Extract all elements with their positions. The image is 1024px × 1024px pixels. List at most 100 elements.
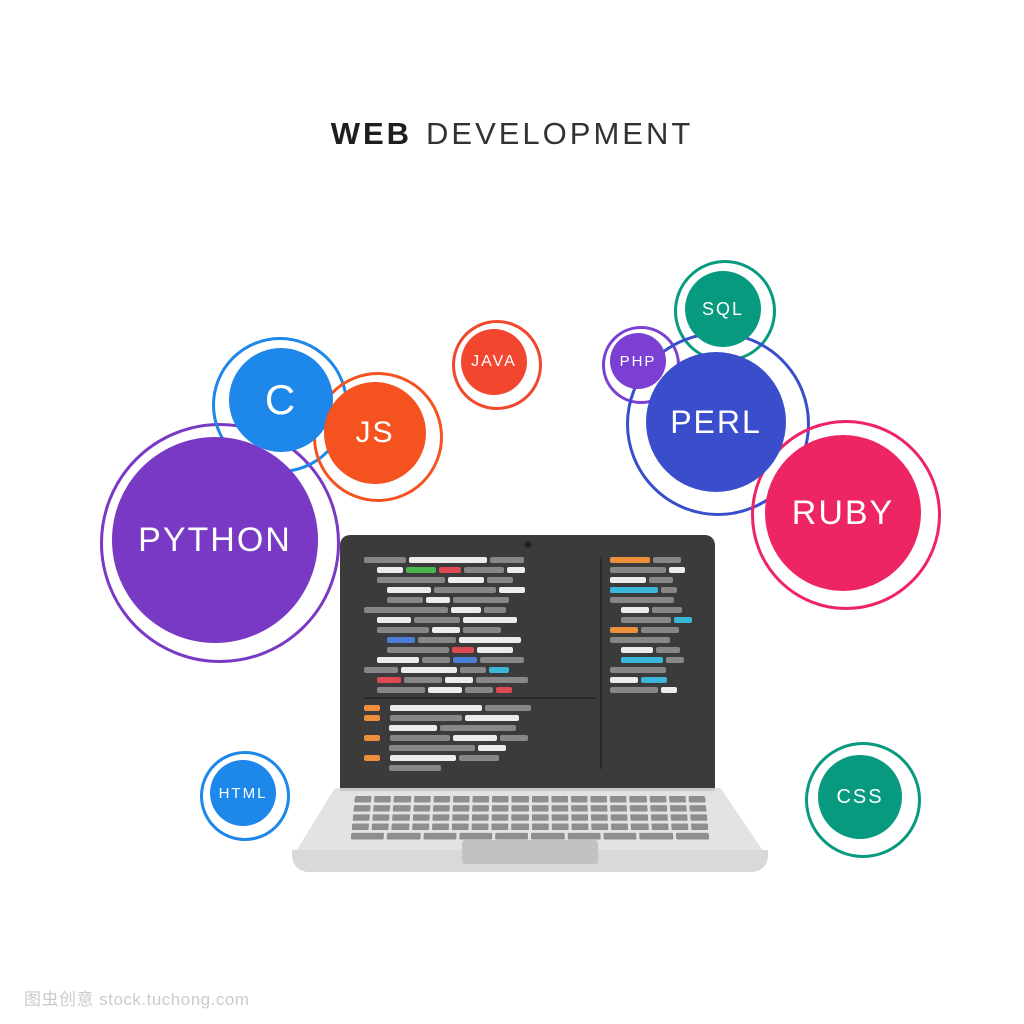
code-line <box>610 567 704 573</box>
key <box>452 796 470 803</box>
key <box>353 805 371 812</box>
key <box>610 814 628 821</box>
key <box>531 805 549 812</box>
code-line <box>364 677 596 683</box>
code-segment <box>621 617 671 623</box>
code-indent <box>610 607 618 613</box>
code-segment <box>610 637 670 643</box>
code-line <box>364 597 596 603</box>
lang-circle-sql: SQL <box>685 271 761 347</box>
code-indent <box>364 745 386 751</box>
code-segment <box>453 597 509 603</box>
key <box>392 814 410 821</box>
key <box>459 832 493 840</box>
code-right-column <box>610 557 704 697</box>
code-bottom-block <box>364 705 596 775</box>
code-indent <box>610 617 618 623</box>
code-indent <box>364 587 384 593</box>
code-indent <box>364 657 374 663</box>
key <box>432 805 450 812</box>
code-segment <box>621 607 649 613</box>
code-line <box>364 735 596 741</box>
code-segment <box>484 607 506 613</box>
code-indent <box>364 725 386 731</box>
key <box>492 796 509 803</box>
code-segment <box>485 705 531 711</box>
code-segment <box>610 597 674 603</box>
code-line <box>364 657 596 663</box>
code-segment <box>404 677 442 683</box>
key <box>471 814 489 821</box>
watermark-text: 图虫创意 stock.tuchong.com <box>24 990 250 1009</box>
code-segment <box>674 617 692 623</box>
code-indent <box>610 647 618 653</box>
code-segment <box>364 607 448 613</box>
key <box>590 796 608 803</box>
key <box>495 832 529 840</box>
code-segment <box>464 567 504 573</box>
code-segment <box>496 687 512 693</box>
code-segment <box>487 577 513 583</box>
code-segment <box>621 657 663 663</box>
key <box>350 832 385 840</box>
code-line <box>364 607 596 613</box>
code-segment <box>476 677 528 683</box>
keyboard-row <box>350 832 710 840</box>
code-indent <box>364 627 374 633</box>
code-segment <box>610 557 650 563</box>
lang-circle-ruby: RUBY <box>765 435 921 591</box>
code-segment <box>480 657 524 663</box>
code-segment <box>434 587 496 593</box>
lang-circle-js: JS <box>324 382 426 484</box>
key <box>491 823 509 831</box>
key <box>690 814 708 821</box>
key <box>423 832 457 840</box>
code-segment <box>364 557 406 563</box>
key <box>531 823 549 831</box>
code-segment <box>377 657 419 663</box>
code-segment <box>661 587 677 593</box>
key <box>472 805 490 812</box>
code-segment <box>661 687 677 693</box>
lang-label-c: C <box>264 376 298 423</box>
code-segment <box>387 587 431 593</box>
lang-circle-php: PHP <box>610 333 666 389</box>
code-segment <box>364 715 380 721</box>
code-segment <box>377 687 425 693</box>
key <box>471 823 489 831</box>
key <box>491 805 509 812</box>
code-segment <box>377 677 401 683</box>
trackpad <box>462 840 598 864</box>
key <box>551 814 569 821</box>
key <box>352 814 371 821</box>
key <box>649 796 667 803</box>
code-segment <box>428 687 462 693</box>
key <box>451 814 470 821</box>
code-segment <box>418 637 456 643</box>
lang-ring-java <box>452 320 542 410</box>
code-indent <box>364 637 384 643</box>
code-segment <box>459 755 499 761</box>
code-left-column <box>364 557 596 697</box>
code-indent <box>364 567 374 573</box>
laptop-hinge <box>340 788 715 791</box>
code-indent <box>383 755 387 761</box>
key <box>491 814 509 821</box>
code-segment <box>390 755 456 761</box>
code-segment <box>390 715 462 721</box>
key <box>670 814 688 821</box>
key <box>690 823 709 831</box>
code-line <box>364 725 596 731</box>
webcam-dot <box>524 541 531 548</box>
code-line <box>610 607 704 613</box>
code-segment <box>610 667 666 673</box>
lang-label-perl: PERL <box>670 403 762 440</box>
code-indent <box>383 715 387 721</box>
key <box>393 805 411 812</box>
code-segment <box>621 647 653 653</box>
code-segment <box>439 567 461 573</box>
title-development: DEVELOPMENT <box>426 116 694 151</box>
code-indent <box>364 677 374 683</box>
code-segment <box>500 735 528 741</box>
